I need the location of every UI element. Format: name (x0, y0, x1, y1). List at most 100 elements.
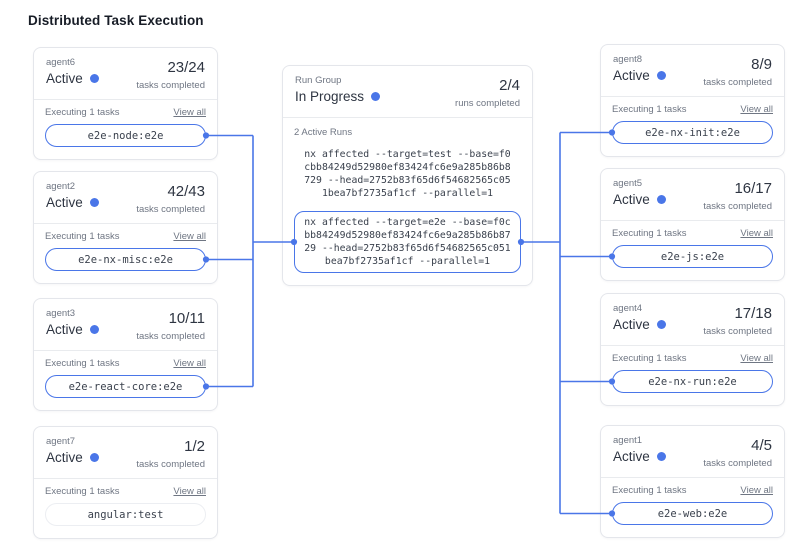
active-status-dot (89, 453, 99, 462)
in-progress-status-dot (371, 92, 381, 101)
active-status-dot (656, 195, 666, 204)
tasks-completed-label: tasks completed (136, 80, 205, 91)
agent-card-header: agent5 Active 16/17 tasks completed (601, 169, 784, 220)
tasks-completed-label: tasks completed (703, 201, 772, 212)
agent-card-agent1: agent1 Active 4/5 tasks completed Execut… (600, 425, 785, 538)
agent-card-body: Executing 1 tasks View all e2e-nx-run:e2… (601, 345, 784, 405)
executing-tasks-label: Executing 1 tasks (45, 231, 120, 242)
agent-name: agent1 (613, 435, 643, 446)
agent-card-header: agent1 Active 4/5 tasks completed (601, 426, 784, 477)
agent-status: Active (613, 317, 650, 332)
view-all-link[interactable]: View all (173, 486, 206, 497)
run-group-card: Run Group In Progress 2/4 runs completed… (282, 65, 533, 286)
agent-card-agent8: agent8 Active 8/9 tasks completed Execut… (600, 44, 785, 157)
run-group-label: Run Group (295, 75, 342, 86)
agent-name: agent7 (46, 436, 76, 447)
agent-status: Active (46, 71, 83, 86)
task-pill[interactable]: e2e-web:e2e (612, 502, 773, 525)
agent-card-body: Executing 1 tasks View all e2e-react-cor… (34, 350, 217, 410)
agent-status: Active (46, 322, 83, 337)
tasks-fraction: 23/24 (167, 59, 205, 76)
agent-card-body: Executing 1 tasks View all e2e-js:e2e (601, 220, 784, 280)
agent-name: agent8 (613, 54, 643, 65)
agent-status: Active (613, 192, 650, 207)
task-pill[interactable]: e2e-node:e2e (45, 124, 206, 147)
view-all-link[interactable]: View all (173, 358, 206, 369)
agent-card-body: Executing 1 tasks View all e2e-node:e2e (34, 99, 217, 159)
agent-card-agent7: agent7 Active 1/2 tasks completed Execut… (33, 426, 218, 539)
run-group-header: Run Group In Progress 2/4 runs completed (283, 66, 532, 117)
agent-card-header: agent8 Active 8/9 tasks completed (601, 45, 784, 96)
view-all-link[interactable]: View all (740, 353, 773, 364)
run-group-body: 2 Active Runs nx affected --target=test … (283, 117, 532, 285)
agent-card-body: Executing 1 tasks View all angular:test (34, 478, 217, 538)
run-group-status: In Progress (295, 89, 365, 104)
agent-status: Active (46, 450, 83, 465)
view-all-link[interactable]: View all (173, 231, 206, 242)
agent-card-body: Executing 1 tasks View all e2e-web:e2e (601, 477, 784, 537)
tasks-completed-label: tasks completed (136, 204, 205, 215)
agent-card-header: agent7 Active 1/2 tasks completed (34, 427, 217, 478)
agent-card-agent3: agent3 Active 10/11 tasks completed Exec… (33, 298, 218, 411)
tasks-fraction: 8/9 (751, 56, 772, 73)
tasks-completed-label: tasks completed (703, 458, 772, 469)
agent-name: agent6 (46, 57, 76, 68)
executing-tasks-label: Executing 1 tasks (612, 104, 687, 115)
executing-tasks-label: Executing 1 tasks (45, 107, 120, 118)
tasks-fraction: 4/5 (751, 437, 772, 454)
agent-card-header: agent2 Active 42/43 tasks completed (34, 172, 217, 223)
tasks-fraction: 42/43 (167, 183, 205, 200)
runs-completed-label: runs completed (455, 98, 520, 109)
runs-fraction: 2/4 (499, 77, 520, 94)
agent-name: agent3 (46, 308, 76, 319)
agent-card-header: agent6 Active 23/24 tasks completed (34, 48, 217, 99)
tasks-fraction: 16/17 (734, 180, 772, 197)
tasks-completed-label: tasks completed (136, 459, 205, 470)
tasks-fraction: 17/18 (734, 305, 772, 322)
tasks-completed-label: tasks completed (703, 77, 772, 88)
active-status-dot (89, 198, 99, 207)
active-status-dot (89, 74, 99, 83)
agent-card-header: agent4 Active 17/18 tasks completed (601, 294, 784, 345)
active-runs-label: 2 Active Runs (294, 127, 353, 138)
view-all-link[interactable]: View all (173, 107, 206, 118)
task-pill[interactable]: angular:test (45, 503, 206, 526)
view-all-link[interactable]: View all (740, 104, 773, 115)
executing-tasks-label: Executing 1 tasks (612, 228, 687, 239)
agent-name: agent2 (46, 181, 76, 192)
agent-status: Active (613, 449, 650, 464)
agent-card-agent2: agent2 Active 42/43 tasks completed Exec… (33, 171, 218, 284)
active-status-dot (89, 325, 99, 334)
view-all-link[interactable]: View all (740, 485, 773, 496)
run-command-highlighted[interactable]: nx affected --target=e2e --base=f0cbb842… (294, 211, 521, 273)
agent-status: Active (613, 68, 650, 83)
tasks-fraction: 10/11 (168, 310, 205, 327)
tasks-completed-label: tasks completed (136, 331, 205, 342)
task-pill[interactable]: e2e-react-core:e2e (45, 375, 206, 398)
page-title: Distributed Task Execution (28, 13, 204, 28)
task-pill[interactable]: e2e-nx-run:e2e (612, 370, 773, 393)
agent-card-body: Executing 1 tasks View all e2e-nx-init:e… (601, 96, 784, 156)
tasks-fraction: 1/2 (184, 438, 205, 455)
executing-tasks-label: Executing 1 tasks (612, 353, 687, 364)
active-status-dot (656, 452, 666, 461)
agent-name: agent4 (613, 303, 643, 314)
view-all-link[interactable]: View all (740, 228, 773, 239)
agent-card-body: Executing 1 tasks View all e2e-nx-misc:e… (34, 223, 217, 283)
run-command[interactable]: nx affected --target=test --base=f0cbb84… (304, 149, 511, 199)
agent-name: agent5 (613, 178, 643, 189)
agent-card-agent6: agent6 Active 23/24 tasks completed Exec… (33, 47, 218, 160)
task-pill[interactable]: e2e-js:e2e (612, 245, 773, 268)
executing-tasks-label: Executing 1 tasks (45, 486, 120, 497)
task-pill[interactable]: e2e-nx-init:e2e (612, 121, 773, 144)
agent-card-agent4: agent4 Active 17/18 tasks completed Exec… (600, 293, 785, 406)
active-status-dot (656, 320, 666, 329)
tasks-completed-label: tasks completed (703, 326, 772, 337)
active-status-dot (656, 71, 666, 80)
agent-card-header: agent3 Active 10/11 tasks completed (34, 299, 217, 350)
executing-tasks-label: Executing 1 tasks (612, 485, 687, 496)
task-pill[interactable]: e2e-nx-misc:e2e (45, 248, 206, 271)
agent-card-agent5: agent5 Active 16/17 tasks completed Exec… (600, 168, 785, 281)
executing-tasks-label: Executing 1 tasks (45, 358, 120, 369)
